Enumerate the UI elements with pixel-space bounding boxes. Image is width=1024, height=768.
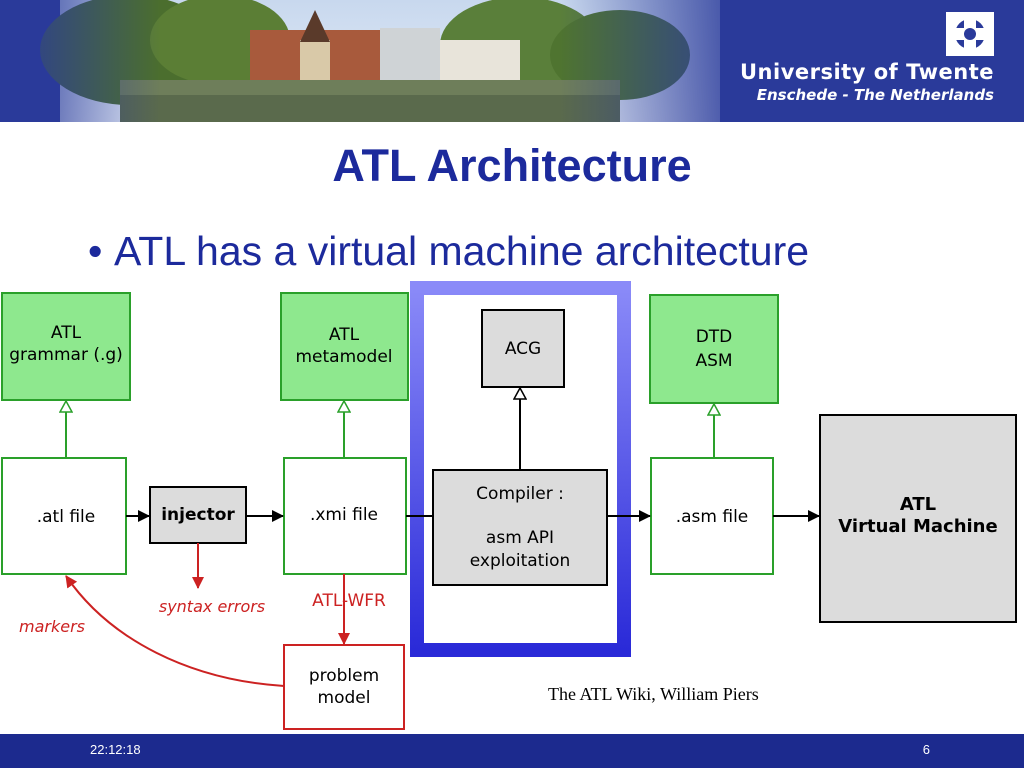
compiler-line3: exploitation [470, 551, 571, 571]
campus-photo [0, 0, 760, 122]
university-location: Enschede - The Netherlands [756, 86, 994, 104]
problem-model-line2: model [318, 688, 371, 708]
asm-file-box: .asm file [650, 457, 774, 575]
compiler-highlight-frame [410, 281, 631, 657]
atl-grammar-line1: ATL [51, 323, 82, 343]
problem-model-box: problem model [283, 644, 405, 730]
atl-vm-box: ATL Virtual Machine [819, 414, 1017, 623]
injector-box: injector [149, 486, 247, 544]
problem-model-to-markers-arrow [65, 575, 285, 687]
acg-label: ACG [505, 339, 541, 359]
atl-grammar-line2: grammar (.g) [9, 345, 123, 365]
markers-label: markers [19, 617, 85, 636]
atl-file-box: .atl file [1, 457, 127, 575]
atl-grammar-box: ATL grammar (.g) [1, 292, 131, 401]
slide-title: ATL Architecture [332, 140, 692, 191]
image-credit: The ATL Wiki, William Piers [548, 684, 759, 704]
university-name: University of Twente [740, 60, 994, 84]
acg-box: ACG [481, 309, 565, 388]
compiler-line1: Compiler : [476, 484, 564, 504]
university-brand: University of Twente Enschede - The Neth… [740, 60, 994, 104]
problem-model-line1: problem [309, 666, 379, 686]
atl-metamodel-line1: ATL [329, 325, 360, 345]
bullet-text: ATL has a virtual machine architecture [114, 228, 810, 274]
xmi-file-label: .xmi file [310, 505, 378, 525]
footer-time: 22:12:18 [90, 742, 141, 757]
injector-label: injector [161, 505, 235, 525]
atl-file-label: .atl file [37, 507, 96, 527]
dtd-asm-line2: ASM [695, 351, 732, 371]
asm-file-label: .asm file [676, 507, 749, 527]
compiler-line2: asm API [486, 528, 554, 548]
xmi-file-box: .xmi file [283, 457, 407, 575]
slide-number: 6 [922, 742, 930, 757]
atl-metamodel-box: ATL metamodel [280, 292, 409, 401]
syntax-errors-label: syntax errors [159, 597, 265, 616]
bullet-dot: • [88, 228, 103, 274]
compiler-box: Compiler : asm API exploitation [432, 469, 608, 586]
atl-metamodel-line2: metamodel [295, 347, 392, 367]
header-banner: University of Twente Enschede - The Neth… [0, 0, 1024, 122]
atl-vm-line1: ATL [900, 494, 936, 515]
dtd-asm-box: DTD ASM [649, 294, 779, 404]
university-logo-icon [946, 12, 994, 56]
footer-bar: 22:12:18 6 [0, 734, 1024, 768]
bullet-item: •ATL has a virtual machine architecture [88, 228, 809, 275]
atl-wfr-label: ATL-WFR [312, 591, 386, 611]
dtd-asm-line1: DTD [696, 327, 733, 347]
atl-vm-line2: Virtual Machine [838, 516, 997, 537]
